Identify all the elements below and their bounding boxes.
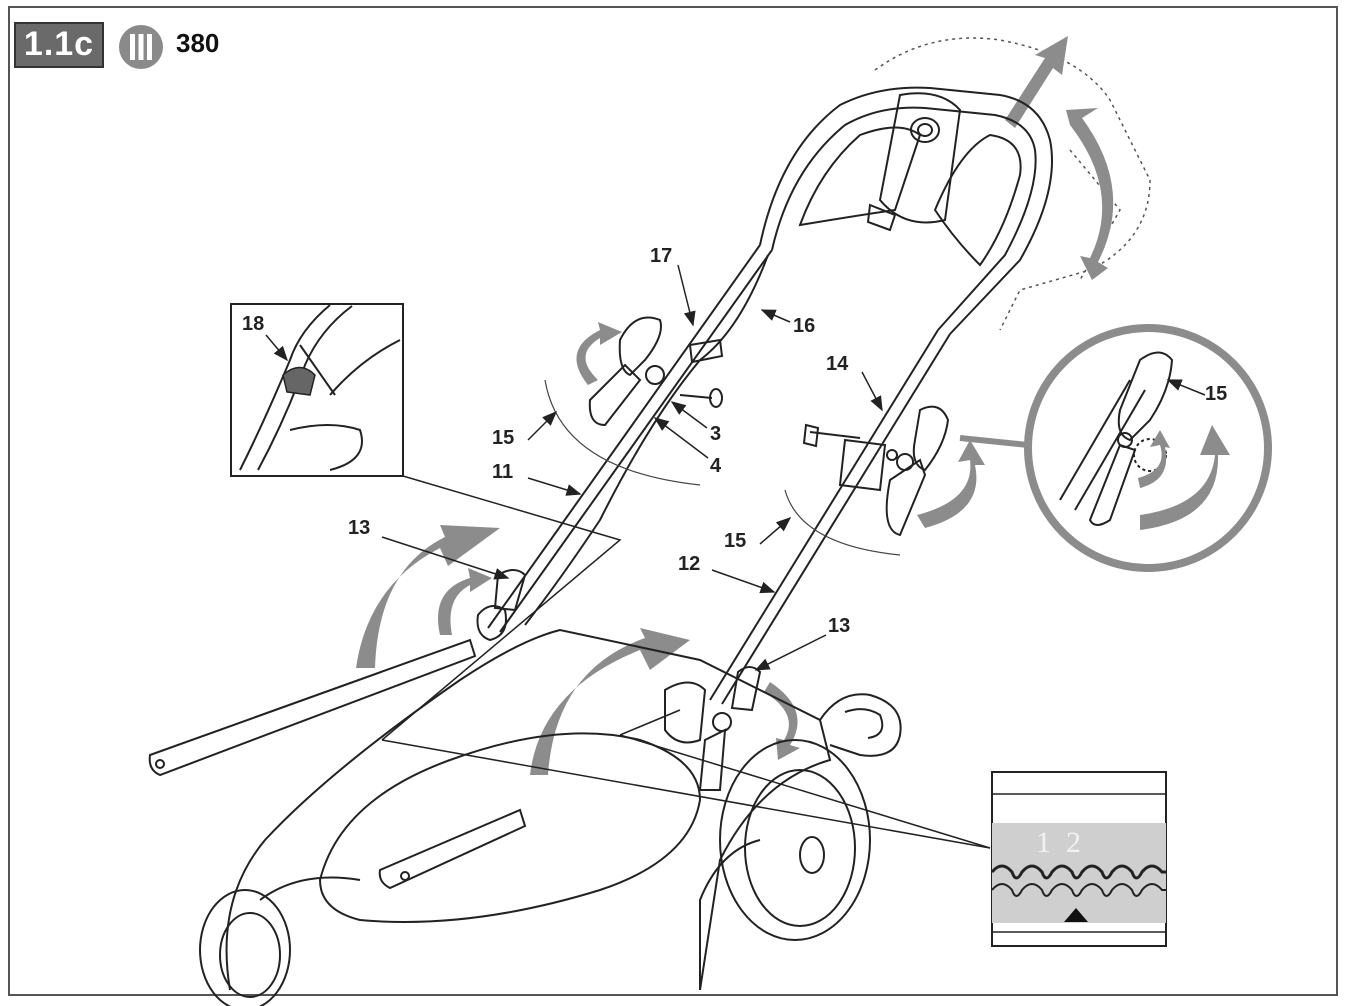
handle-alt-position-outline	[874, 37, 1151, 331]
model-number: 380	[176, 28, 220, 58]
callout-11: 11	[492, 461, 513, 483]
clamp-swing-arcs	[544, 379, 901, 556]
callout-13-right: 13	[828, 615, 850, 637]
callout-leaders	[381, 264, 1206, 671]
triangle-up-icon	[1064, 908, 1088, 922]
lower-right-clamp	[664, 666, 762, 791]
callout-15-left: 15	[492, 427, 514, 449]
clamp-rotate-arrow-right	[917, 440, 985, 528]
adjust-arrows	[356, 36, 1114, 775]
handle-swing-arrow	[1066, 108, 1114, 280]
cable-clip-inset	[230, 303, 404, 477]
upper-left-clamp	[588, 316, 724, 427]
height-scale-inset: 1 2	[990, 771, 1167, 947]
fold-arrow-front	[530, 628, 690, 775]
rear-wheel	[719, 739, 871, 941]
figure-badge: 1.1c	[14, 22, 104, 68]
callout-18: 18	[242, 313, 264, 335]
right-mid-clamp	[802, 405, 950, 537]
scale-position-1: 1	[1036, 826, 1051, 859]
zoom-circle	[959, 324, 1272, 572]
clamp-rotate-arrow-upper	[576, 322, 622, 385]
callout-13-left: 13	[348, 517, 370, 539]
scale-position-2: 2	[1066, 826, 1081, 859]
handle-up-arrow	[1005, 36, 1068, 128]
callout-4: 4	[710, 455, 722, 477]
callout-14: 14	[826, 353, 849, 375]
inset-pointer-lines	[381, 475, 991, 849]
callout-16: 16	[793, 315, 815, 337]
rear-carry-handle	[819, 693, 902, 757]
callout-12: 12	[678, 553, 700, 575]
callout-3: 3	[710, 423, 721, 445]
clamp-rotate-arrow-lower-left	[438, 568, 492, 635]
mower-stripes-icon	[119, 25, 163, 69]
front-wheel	[199, 889, 291, 1006]
callout-17: 17	[650, 245, 672, 267]
fold-arrow-left	[356, 525, 500, 668]
lower-handle-tube-loose	[148, 638, 527, 890]
mower-deck	[225, 628, 832, 991]
callout-15-mid: 15	[724, 530, 746, 552]
handle-frame	[487, 86, 1053, 705]
callout-15-zoom: 15	[1205, 383, 1227, 405]
